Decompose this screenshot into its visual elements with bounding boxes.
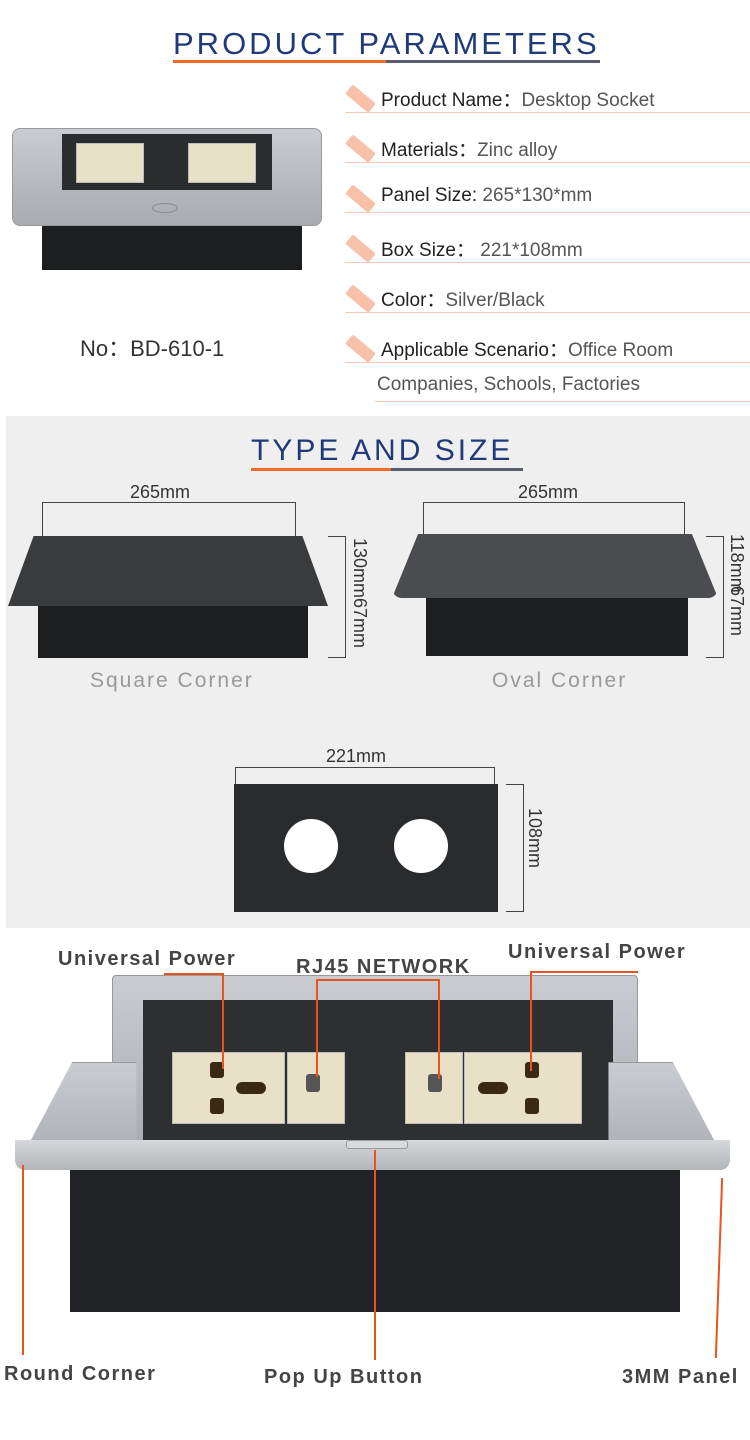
label-3mm-panel: 3MM Panel [622,1366,739,1388]
depth-dimension: 118mm [727,534,747,593]
height-dimension: 108mm [525,808,545,869]
pencil-icon [345,234,376,263]
height-dimension: 67mm [727,586,747,637]
label-universal-power-left: Universal Power [58,948,237,970]
param-value: Silver/Black [445,290,545,311]
width-dimension: 221mm [326,746,387,766]
param-label: Applicable Scenario： [381,340,568,361]
param-value: Desktop Socket [521,90,655,111]
param-row-continuation: Companies, Schools, Factories [375,368,750,402]
title-underline-accent [251,468,391,471]
title-underline [386,60,600,63]
label-pop-up-button: Pop Up Button [264,1366,424,1388]
param-row: Product Name：Desktop Socket [345,79,750,113]
param-label: Color： [381,290,446,311]
pencil-icon [345,334,376,363]
param-label: Box Size： [381,240,475,261]
caption: Square Corner [90,669,254,692]
param-row: Box Size： 221*108mm [345,229,750,263]
pencil-icon [345,184,376,213]
label-universal-power-right: Universal Power [508,941,687,963]
param-value: Companies, Schools, Factories [377,374,640,395]
section-title: PRODUCT PARAMETERS [173,26,600,61]
param-label: Materials： [381,140,478,161]
param-value: 265*130*mm [482,185,593,206]
width-dimension: 265mm [518,482,579,502]
title-underline [391,468,523,471]
model-label: No： [80,336,131,361]
pencil-icon [345,134,376,163]
popup-button [346,1140,408,1149]
label-round-corner: Round Corner [4,1363,157,1385]
param-row: Color：Silver/Black [345,279,750,313]
height-dimension: 67mm [350,598,370,649]
section-title: TYPE AND SIZE [251,434,514,467]
param-value: Zinc alloy [477,140,558,161]
model-value: BD-610-1 [130,336,225,361]
param-label: Panel Size: [381,185,483,206]
param-row: Panel Size: 265*130*mm [345,179,750,213]
section-type-size: TYPE AND SIZE 265mm 130mm 67mm Square Co… [6,416,750,928]
pencil-icon [345,284,376,313]
depth-dimension: 130mm [350,538,370,599]
param-value: Office Room [567,340,674,361]
width-dimension: 265mm [130,482,191,502]
param-row: Applicable Scenario：Office Room [345,329,750,363]
caption: Oval Corner [492,669,628,692]
label-rj45-network: RJ45 NETWORK [296,956,471,978]
param-label: Product Name： [381,90,522,111]
pencil-icon [345,84,376,113]
param-value: 221*108mm [474,240,583,261]
title-underline-accent [173,60,386,63]
param-row: Materials：Zinc alloy [345,129,750,163]
model-number: No：BD-610-1 [80,331,224,363]
